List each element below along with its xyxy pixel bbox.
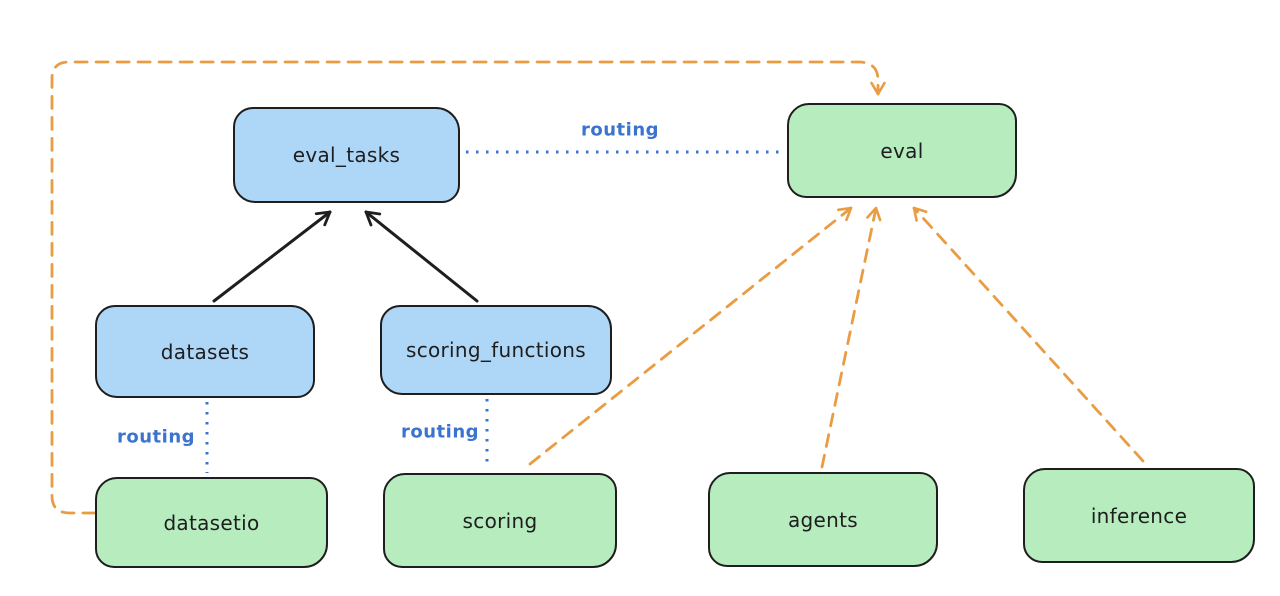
node-datasets: datasets — [95, 305, 315, 398]
node-datasetio: datasetio — [95, 477, 328, 568]
edge-agents-to-eval — [820, 206, 882, 469]
edge-scoring_functions-to-eval_tasks — [364, 210, 479, 303]
edge-inference-to-eval — [912, 206, 1145, 463]
node-eval: eval — [787, 103, 1017, 198]
node-datasets-label: datasets — [160, 339, 250, 364]
node-eval_tasks: eval_tasks — [233, 107, 460, 203]
edge-label-routing-datasets: routing — [116, 426, 196, 448]
node-eval-label: eval — [880, 138, 924, 163]
node-agents-label: agents — [788, 507, 858, 532]
node-scoring-label: scoring — [462, 508, 538, 533]
node-scoring_functions-label: scoring_functions — [405, 338, 587, 362]
edge-datasets-to-eval_tasks — [212, 210, 332, 303]
node-inference-label: inference — [1090, 503, 1188, 528]
node-scoring_functions: scoring_functions — [380, 305, 612, 395]
node-inference: inference — [1023, 468, 1255, 563]
edge-label-routing-scoring: routing — [400, 421, 480, 443]
node-eval_tasks-label: eval_tasks — [292, 143, 401, 167]
edge-label-routing-top: routing — [580, 119, 660, 141]
edge-datasetio-to-eval — [50, 60, 886, 515]
node-datasetio-label: datasetio — [163, 510, 260, 535]
node-agents: agents — [708, 472, 938, 567]
edge-scoring-to-eval — [528, 206, 853, 466]
node-scoring: scoring — [383, 473, 617, 568]
